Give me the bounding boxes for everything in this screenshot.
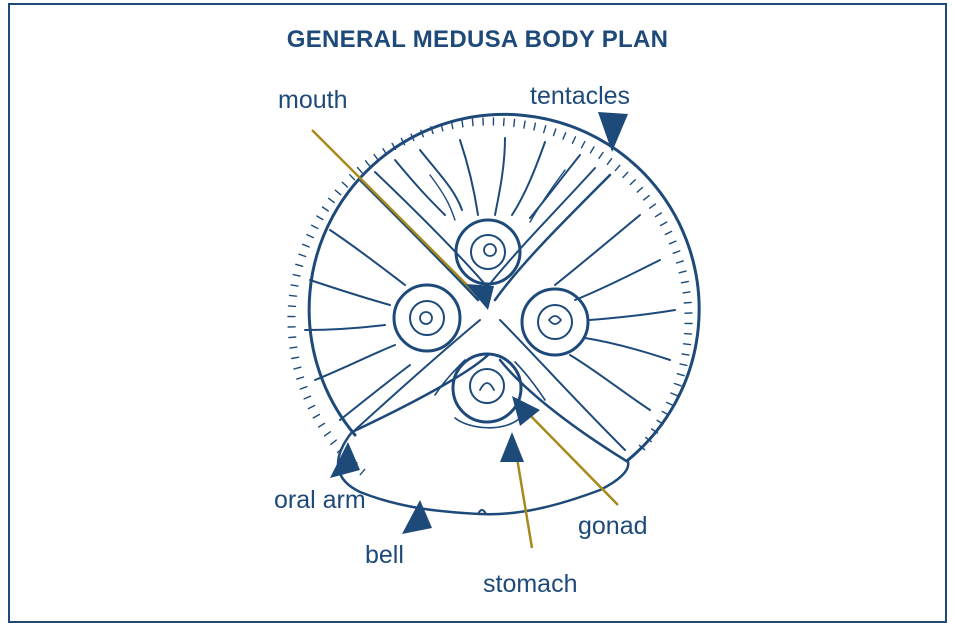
tentacle-tick xyxy=(534,123,536,130)
tentacle-tick xyxy=(637,188,642,193)
tentacle-tick xyxy=(582,142,585,148)
tentacle-tick xyxy=(504,119,505,126)
label-tentacles: tentacles xyxy=(530,82,630,111)
tentacle-tick xyxy=(296,264,303,266)
tentacle-tick xyxy=(374,155,378,161)
tentacle-tick xyxy=(623,172,628,177)
tentacle-tick xyxy=(674,384,681,386)
tentacle-tick xyxy=(681,282,688,283)
tentacle-tick xyxy=(308,406,314,409)
tentacle-tick xyxy=(312,225,318,228)
tentacle-tick xyxy=(685,334,692,335)
tentacle-tick xyxy=(462,120,463,127)
tentacle-tick xyxy=(514,120,515,127)
tentacle-tick xyxy=(313,415,319,418)
tentacle-tick xyxy=(650,204,656,208)
tentacle-tick xyxy=(289,306,296,307)
tentacle-tick xyxy=(563,133,566,140)
tentacle-tick xyxy=(366,161,370,167)
tentacle-tick xyxy=(294,367,301,369)
tentacle-tick xyxy=(683,292,690,293)
tentacle-tick xyxy=(292,357,299,358)
arm-band xyxy=(495,175,610,300)
tentacle-tick xyxy=(679,271,686,273)
tentacle-tick xyxy=(289,337,296,338)
tentacle-tick xyxy=(554,129,556,136)
gonad-bottom xyxy=(453,354,521,422)
tentacle-tick xyxy=(335,190,340,195)
tentacle-tick xyxy=(524,121,525,128)
arm-band xyxy=(485,168,595,290)
tentacle-tick xyxy=(682,354,689,355)
tentacle-tick xyxy=(472,119,473,126)
tentacle-tick xyxy=(673,251,680,253)
bell-flap xyxy=(338,432,628,514)
tentacle-tick xyxy=(630,180,635,185)
tentacle-tick xyxy=(290,347,297,348)
tentacle-tick xyxy=(665,231,671,234)
tentacle-tick xyxy=(350,175,355,180)
label-oral-arm: oral arm xyxy=(274,486,366,515)
arm-band xyxy=(500,320,625,450)
tentacle-tick xyxy=(667,402,673,405)
tentacle-tick xyxy=(307,235,313,238)
label-gonad: gonad xyxy=(578,512,648,541)
tentacle-tick xyxy=(319,423,325,427)
gonad-top xyxy=(456,220,520,284)
tentacle-tick xyxy=(661,222,667,225)
label-stomach: stomach xyxy=(483,570,577,599)
tentacle-tick xyxy=(544,126,546,133)
tentacle-tick xyxy=(590,147,594,153)
tentacle-tick xyxy=(670,241,676,244)
label-mouth: mouth xyxy=(278,86,347,115)
tentacle-tick xyxy=(615,165,620,170)
tentacles-arrowhead xyxy=(598,112,628,152)
tentacle-tick xyxy=(304,396,310,399)
tentacle-tick xyxy=(680,364,687,366)
tentacle-tick xyxy=(671,393,678,396)
tentacle-tick xyxy=(684,302,691,303)
medusa-illustration xyxy=(0,0,955,604)
oral-arm-arrowhead xyxy=(330,442,360,478)
arm-band xyxy=(360,180,478,300)
mouth-arrowhead xyxy=(466,284,494,310)
tentacle-tick xyxy=(303,244,310,247)
stomach-arrowhead xyxy=(500,432,524,462)
tentacle-tick xyxy=(677,261,684,263)
tentacle-tick xyxy=(290,295,297,296)
tentacle-tick xyxy=(662,412,668,415)
tentacle-tick xyxy=(323,207,329,211)
label-bell: bell xyxy=(365,541,404,570)
tentacle-tick xyxy=(317,216,323,220)
gonad-right xyxy=(522,289,588,355)
tentacle-tick xyxy=(607,159,611,165)
tentacle-tick xyxy=(291,285,298,286)
tentacle-tick xyxy=(655,213,661,217)
gonad-left xyxy=(394,285,460,351)
tentacle-tick xyxy=(358,168,363,173)
tentacle-tick xyxy=(342,182,347,187)
tentacle-tick xyxy=(599,153,603,159)
tentacle-tick xyxy=(299,254,306,256)
tentacle-tick xyxy=(677,374,684,376)
tentacle-tick xyxy=(572,137,575,143)
tentacle-tick xyxy=(684,344,691,345)
gonad-pointer-line xyxy=(520,405,618,505)
tentacle-tick xyxy=(644,196,650,200)
tentacle-tick xyxy=(293,275,300,277)
tentacle-tick xyxy=(331,440,337,444)
tentacle-tick xyxy=(300,387,307,389)
tentacle-tick xyxy=(297,377,304,379)
tentacle-tick xyxy=(329,198,335,202)
tentacle-tick xyxy=(325,432,331,436)
tentacle-tick xyxy=(360,469,365,474)
